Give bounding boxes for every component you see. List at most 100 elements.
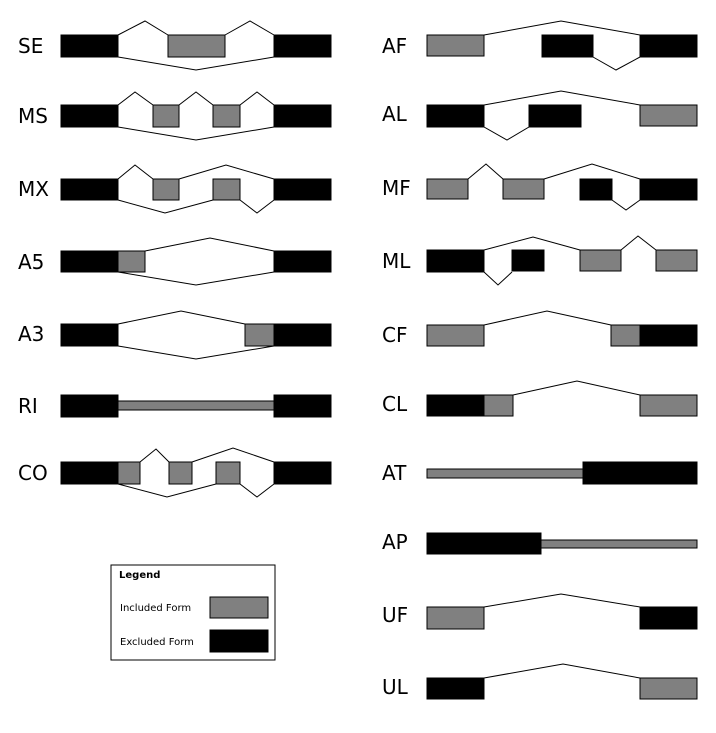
excluded-exon	[60, 104, 119, 128]
event-label-ML: ML	[382, 249, 411, 273]
excluded-exon	[273, 178, 332, 201]
included-exon	[639, 677, 698, 700]
included-exon	[167, 34, 226, 58]
event-ML: ML	[382, 235, 698, 286]
event-CL: CL	[382, 380, 698, 417]
excluded-exon	[639, 178, 698, 201]
event-UF: UF	[382, 593, 698, 630]
event-label-CO: CO	[18, 461, 48, 485]
included-exon	[152, 178, 180, 201]
junction-line	[483, 663, 641, 679]
included-exon	[215, 461, 241, 485]
included-exon	[117, 250, 146, 273]
retained-intron	[117, 400, 275, 411]
inclusion-junction-line	[178, 91, 214, 106]
inclusion-junction-line	[117, 199, 214, 214]
event-AT: AT	[382, 461, 698, 485]
excluded-exon	[639, 606, 698, 630]
legend-swatch-included	[209, 596, 269, 619]
event-label-CL: CL	[382, 392, 408, 416]
legend-swatch-excluded	[209, 629, 269, 653]
event-label-RI: RI	[18, 394, 38, 418]
included-exon	[168, 461, 193, 485]
event-label-CF: CF	[382, 323, 407, 347]
excluded-exon	[511, 249, 545, 272]
skipping-junction-line	[117, 56, 275, 71]
junction-line	[144, 237, 275, 252]
junction-line	[467, 163, 504, 180]
event-A5: A5	[18, 237, 332, 286]
excluded-exon	[426, 394, 485, 417]
included-exon	[655, 249, 698, 272]
inclusion-junction-line	[117, 164, 154, 180]
excluded-exon	[579, 178, 613, 201]
event-CO: CO	[18, 447, 332, 498]
excluded-exon	[60, 34, 119, 58]
excluded-exon	[60, 178, 119, 201]
junction-line	[620, 235, 657, 251]
included-exon	[639, 104, 698, 127]
event-CF: CF	[382, 310, 698, 347]
legend-title: Legend	[119, 570, 160, 581]
included-exon	[244, 323, 275, 347]
excluded-exon	[273, 323, 332, 347]
excluded-exon	[426, 249, 485, 273]
junction-line	[483, 310, 612, 326]
event-A3: A3	[18, 310, 332, 360]
inclusion-junction-line	[117, 20, 169, 36]
included-exon	[426, 34, 485, 57]
junction-line	[117, 310, 246, 325]
event-label-MX: MX	[18, 177, 49, 201]
junction-line	[117, 271, 275, 286]
inclusion-junction-line	[178, 164, 275, 180]
excluded-exon	[426, 104, 485, 128]
excluded-exon	[60, 461, 119, 485]
included-exon	[152, 104, 180, 128]
excluded-exon	[273, 394, 332, 418]
excluded-exon	[582, 461, 698, 485]
junction-line	[483, 126, 530, 141]
junction-line	[611, 199, 641, 211]
event-AP: AP	[382, 530, 698, 555]
junction-line	[117, 483, 217, 498]
inclusion-junction-line	[239, 91, 275, 106]
event-label-A3: A3	[18, 322, 44, 346]
included-exon	[426, 178, 469, 200]
event-MS: MS	[18, 91, 332, 141]
included-exon	[426, 606, 485, 630]
included-exon	[639, 394, 698, 417]
inclusion-junction-line	[117, 91, 154, 106]
included-exon	[483, 394, 514, 417]
excluded-exon	[528, 104, 582, 128]
excluded-exon	[426, 532, 542, 555]
event-label-UF: UF	[382, 603, 408, 627]
skipping-junction-line	[117, 126, 275, 141]
event-AF: AF	[382, 20, 698, 71]
junction-line	[483, 20, 641, 36]
event-SE: SE	[18, 20, 332, 71]
event-label-AT: AT	[382, 461, 407, 485]
included-exon	[579, 249, 622, 272]
inclusion-junction-line	[224, 20, 275, 36]
included-exon	[212, 104, 241, 128]
excluded-exon	[639, 324, 698, 347]
junction-line	[191, 447, 275, 463]
event-label-MF: MF	[382, 176, 411, 200]
excluded-exon	[541, 34, 594, 58]
junction-line	[483, 90, 641, 106]
legend-label-excluded: Excluded Form	[120, 637, 194, 648]
included-exon	[502, 178, 545, 200]
event-label-AF: AF	[382, 34, 407, 58]
event-label-MS: MS	[18, 104, 48, 128]
event-label-SE: SE	[18, 34, 43, 58]
junction-line	[512, 380, 641, 396]
included-exon	[426, 324, 485, 347]
event-label-UL: UL	[382, 675, 409, 699]
excluded-exon	[273, 34, 332, 58]
included-exon	[117, 461, 141, 485]
junction-line	[592, 56, 641, 71]
inclusion-junction-line	[239, 199, 275, 214]
excluded-exon	[60, 394, 119, 418]
event-RI: RI	[18, 394, 332, 418]
